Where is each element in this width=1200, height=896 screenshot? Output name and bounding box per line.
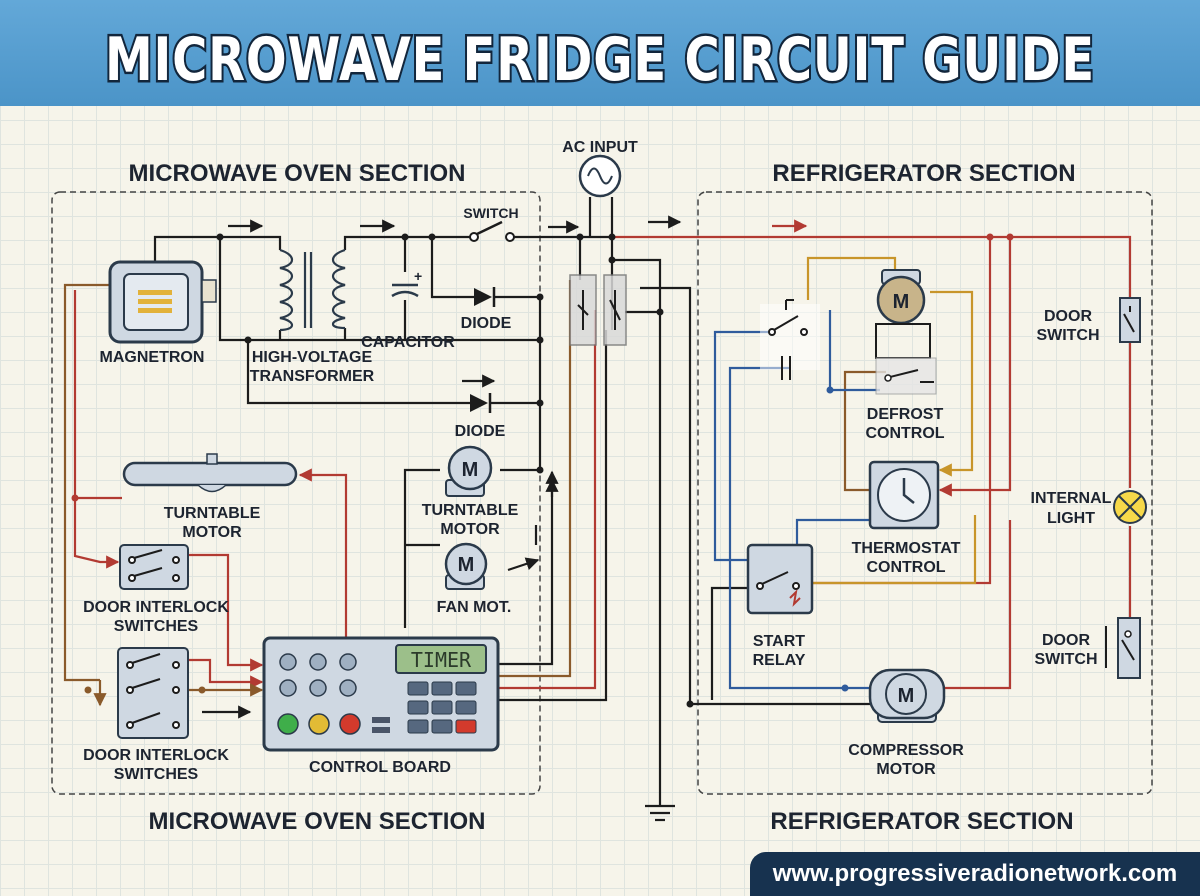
turntable-motor-symbol: M <box>462 459 479 481</box>
timer-display: TIMER <box>411 648 472 672</box>
thermostat-control-label-2: CONTROL <box>866 559 945 576</box>
refrigerator-section-footer-title: REFRIGERATOR SECTION <box>770 808 1073 835</box>
compressor-motor-label-1: COMPRESSOR <box>848 742 964 759</box>
microwave-section-frame <box>51 191 541 795</box>
compressor-motor-label-2: MOTOR <box>876 761 936 778</box>
defrost-control-box <box>875 323 937 395</box>
flow-arrows <box>228 215 808 572</box>
diode-bottom-label: DIODE <box>455 423 506 440</box>
compressor-motor-symbol: M <box>898 685 915 707</box>
junction-dots <box>71 233 1014 708</box>
control-board <box>262 636 500 752</box>
start-relay-label-1: START <box>753 633 805 650</box>
thermostat-control-label-1: THERMOSTAT <box>852 540 961 557</box>
ground-icon <box>645 804 675 822</box>
door-switch-top-label-1: DOOR <box>1044 308 1092 325</box>
door-switch-bottom-label-2: SWITCH <box>1034 651 1097 668</box>
door-interlock-b-label-2: SWITCHES <box>114 766 199 783</box>
ac-input-label: AC INPUT <box>562 139 638 156</box>
door-switch-top-label-2: SWITCH <box>1036 327 1099 344</box>
start-relay <box>746 543 814 615</box>
motor-icon <box>444 542 488 590</box>
transformer-icon <box>279 248 346 332</box>
door-switch-top <box>1119 297 1141 343</box>
defrost-control-label-2: CONTROL <box>865 425 944 442</box>
fan-motor-label: FAN MOT. <box>437 599 512 616</box>
turntable-plate <box>122 453 298 493</box>
refrigerator-section-title: REFRIGERATOR SECTION <box>772 160 1075 187</box>
fan-motor-symbol: M <box>458 554 475 576</box>
lamp-icon <box>1113 490 1147 524</box>
brown-wires <box>63 280 886 707</box>
refrigerator-section-frame <box>697 191 1153 795</box>
transformer-label-1: HIGH-VOLTAGE <box>252 349 373 366</box>
motor-icon <box>876 269 926 325</box>
door-interlock-switch-a <box>119 544 189 590</box>
ac-source-icon <box>578 154 622 198</box>
capacitor-icon <box>391 283 419 298</box>
fuse-block <box>569 274 627 346</box>
switch-label: SWITCH <box>463 205 518 221</box>
defrost-motor-symbol: M <box>893 291 910 313</box>
switch-icon <box>469 220 515 242</box>
internal-light-label-2: LIGHT <box>1047 510 1095 527</box>
transformer-label-2: TRANSFORMER <box>250 368 375 385</box>
page-title: MICROWAVE FRIDGE CIRCUIT GUIDE <box>105 25 1095 95</box>
defrost-control-label-1: DEFROST <box>867 406 944 423</box>
turntable-motor-label-2: MOTOR <box>440 521 500 538</box>
black-wires <box>153 197 880 806</box>
microwave-section-footer-title: MICROWAVE OVEN SECTION <box>149 808 486 835</box>
door-interlock-a-label-2: SWITCHES <box>114 618 199 635</box>
door-switch-bottom <box>1105 617 1141 679</box>
turntable-motor-label-1: TURNTABLE <box>422 502 519 519</box>
diode-top-label: DIODE <box>461 315 512 332</box>
magnetron <box>108 260 217 344</box>
timer-dial-icon <box>868 460 940 530</box>
capacitor-label: CAPACITOR <box>361 334 455 351</box>
thermostat-contacts <box>760 299 820 380</box>
internal-light-label-1: INTERNAL <box>1031 490 1112 507</box>
microwave-section-title: MICROWAVE OVEN SECTION <box>129 160 466 187</box>
capacitor-plus: + <box>414 268 422 284</box>
door-interlock-b-label-1: DOOR INTERLOCK <box>83 747 229 764</box>
door-interlock-a-label-1: DOOR INTERLOCK <box>83 599 229 616</box>
title-banner <box>0 0 1200 106</box>
start-relay-label-2: RELAY <box>753 652 806 669</box>
door-interlock-switch-b <box>117 647 189 739</box>
magnetron-label: MAGNETRON <box>100 349 205 366</box>
diode-icon <box>470 393 492 413</box>
control-board-label: CONTROL BOARD <box>309 759 451 776</box>
turntable-plate-label-2: MOTOR <box>182 524 242 541</box>
motor-icon <box>445 445 493 497</box>
diode-icon <box>474 287 496 307</box>
motor-icon <box>885 673 927 715</box>
turntable-plate-label-1: TURNTABLE <box>164 505 261 522</box>
door-switch-bottom-label-1: DOOR <box>1042 632 1090 649</box>
footer-url[interactable]: www.progressiveradionetwork.com <box>750 852 1200 896</box>
